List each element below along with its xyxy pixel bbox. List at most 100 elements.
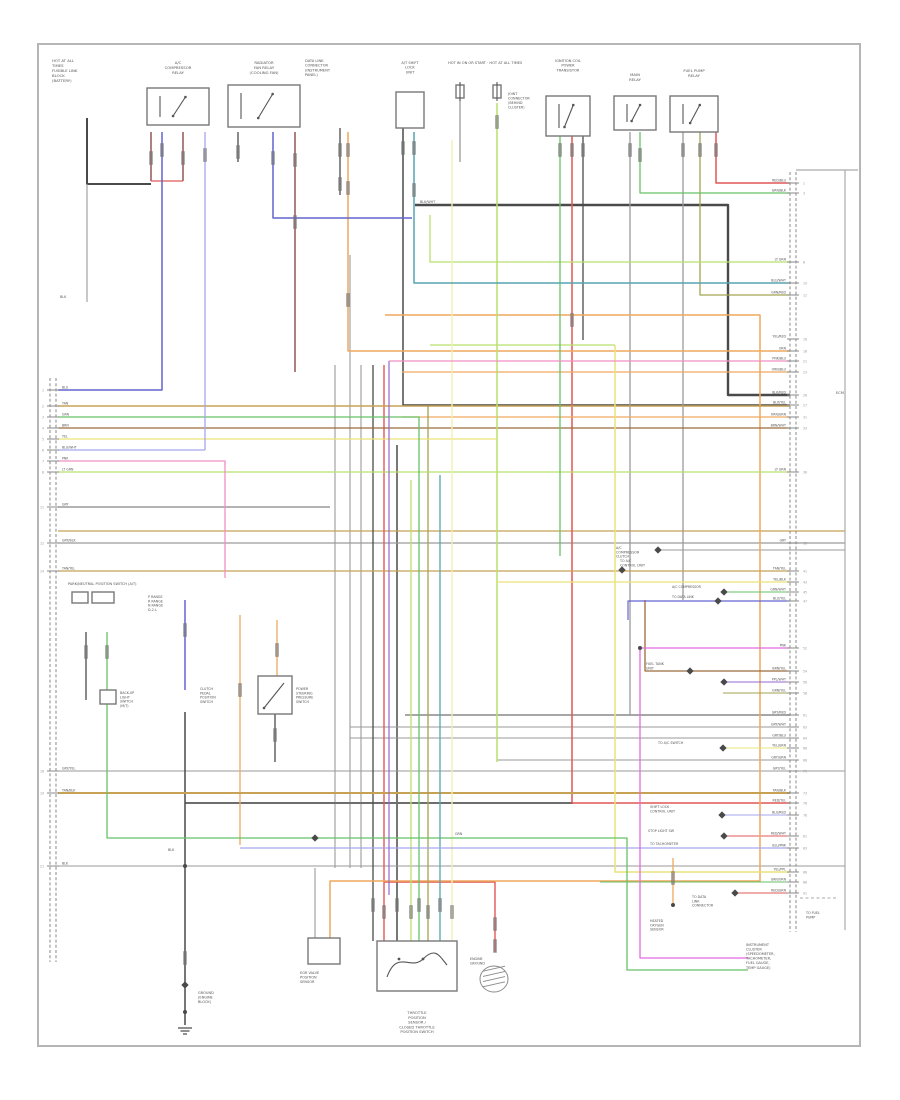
- inline-connector-cap: [395, 898, 399, 912]
- pin-number-label: 12: [803, 293, 807, 297]
- inline-connector-cap: [293, 215, 297, 229]
- wire-blue: [58, 132, 163, 391]
- pin-number-label: 58: [803, 691, 807, 695]
- label: TO A/C SWITCH: [657, 741, 684, 745]
- inline-connector-cap: [183, 623, 187, 637]
- inline-connector-cap: [181, 151, 185, 165]
- junction-dot: [638, 646, 642, 650]
- wire-black: [415, 203, 790, 397]
- pin-number-label: 45: [803, 590, 807, 594]
- pin-number-label: 61: [803, 713, 807, 717]
- junction-marker: [718, 811, 726, 819]
- wire-code-label: YEL/BLK: [773, 577, 787, 581]
- pin-number-label: 27: [803, 403, 807, 407]
- ground-hatch-icon: [482, 981, 506, 988]
- wire-code-label: RED/YEL: [773, 798, 787, 802]
- pin-number-label: 1: [42, 388, 44, 392]
- inline-connector-cap: [628, 143, 632, 157]
- pin-number-label: 4: [42, 426, 44, 430]
- pin-number-label: 64: [803, 736, 807, 740]
- pin-number-label: 88: [803, 880, 807, 884]
- label: BLK: [60, 295, 67, 299]
- inline-connector-cap: [681, 143, 685, 157]
- pin-number-label: 52: [803, 646, 807, 650]
- pin-number-label: 2: [42, 404, 44, 408]
- wire-code-label: GRN/BLK: [772, 188, 787, 192]
- wire-code-label: BLK: [62, 861, 69, 865]
- pin-number-label: 8: [42, 470, 44, 474]
- pin-number-label: 18: [40, 769, 44, 773]
- inline-connector-cap: [698, 143, 702, 157]
- pin-number-label: 7: [42, 459, 44, 463]
- junction-dot: [183, 1010, 187, 1014]
- ground-hatch-icon: [482, 965, 506, 972]
- junction-marker: [719, 744, 727, 752]
- junction-marker: [686, 667, 694, 675]
- inline-connector-cap: [105, 645, 109, 659]
- pin-number-label: 33: [803, 426, 807, 430]
- inline-connector-cap: [426, 905, 430, 919]
- wire-code-label: GRN/RED: [771, 290, 786, 294]
- label: BLK/WHT: [420, 200, 436, 204]
- wire-code-label: GRY/GRN: [771, 755, 786, 759]
- switch-contact-icon: [262, 706, 266, 710]
- inline-connector-cap: [236, 145, 240, 159]
- wire-code-label: GRY/WHT: [771, 722, 786, 726]
- label: TO TACHOMETER: [649, 842, 679, 846]
- pin-number-label: 36: [803, 470, 807, 474]
- junction-marker: [714, 597, 722, 605]
- pin-number-label: 26: [803, 393, 807, 397]
- wire-code-label: GRY: [780, 538, 786, 542]
- pin-number-label: 3: [803, 191, 805, 195]
- wire-code-label: ORN/GRN: [771, 412, 787, 416]
- wire-brown: [644, 600, 790, 672]
- wire-code-label: TAN/YEL: [772, 566, 786, 570]
- wire-code-label: RED/GRN: [771, 888, 786, 892]
- pin-number-label: 86: [803, 870, 807, 874]
- relay-switch-icon: [631, 104, 641, 122]
- component-box: [307, 937, 341, 965]
- relay-contact-icon: [184, 95, 187, 99]
- wire-pink: [58, 460, 226, 578]
- inline-connector-cap: [495, 115, 499, 129]
- pin-number-label: 47: [803, 599, 807, 603]
- wire-green: [58, 416, 420, 941]
- wire-code-label: BLU/PNK: [772, 843, 787, 847]
- pin-number-label: 3: [42, 415, 44, 419]
- pin-number-label: 68: [803, 758, 807, 762]
- wire-code-label: GRY/YEL: [773, 766, 786, 770]
- wire-code-label: BLK/RED: [772, 390, 786, 394]
- component-box: [669, 95, 719, 133]
- relay-contact-icon: [563, 125, 566, 129]
- pin-number-label: 11: [40, 505, 44, 509]
- inline-connector-cap: [84, 645, 88, 659]
- label: TO DATA LINK: [671, 595, 695, 599]
- ground-hatch-icon: [482, 976, 506, 983]
- wire-code-label: LT GRN: [775, 467, 787, 471]
- wire-code-label: YEL/RED: [773, 334, 787, 338]
- relay-contact-icon: [638, 103, 642, 107]
- pin-number-label: 43: [803, 580, 807, 584]
- label: HOT IN ON OR START · HOT AT ALL TIMES: [448, 61, 523, 65]
- wire-code-label: ORN: [779, 346, 787, 350]
- wire-code-label: TAN/BLK: [772, 788, 787, 792]
- relay-switch-icon: [257, 93, 274, 119]
- wire-code-label: YEL/PPL: [774, 867, 787, 871]
- pin-number-label: 71: [803, 769, 807, 773]
- wire-code-label: TAN/YEL: [61, 566, 75, 570]
- junction-dot: [183, 864, 187, 868]
- inline-connector-cap: [493, 917, 497, 931]
